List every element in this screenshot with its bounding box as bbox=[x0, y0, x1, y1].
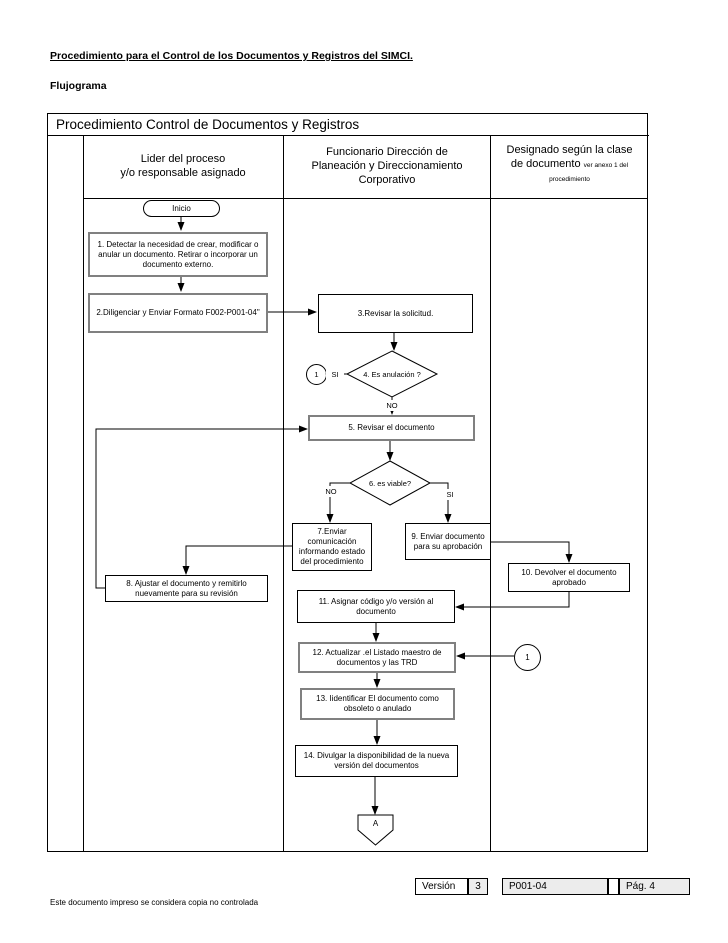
step-5-box: 5. Revisar el documento bbox=[308, 415, 475, 441]
lane-header-designado: Designado según la clase de documento ve… bbox=[492, 136, 647, 198]
branch-label-si-4: SI bbox=[326, 369, 344, 379]
step-14-box: 14. Divulgar la disponibilidad de la nue… bbox=[295, 745, 458, 777]
lane-header-funcionario-direccion: Funcionario Dirección de Planeación y Di… bbox=[311, 146, 463, 186]
lane-divider-1 bbox=[283, 135, 284, 852]
footer-version-label-cell: Versión bbox=[415, 878, 468, 895]
step-8-box: 8. Ajustar el documento y remitirlo nuev… bbox=[105, 575, 268, 602]
lane-header-divider bbox=[83, 198, 648, 199]
lane-divider-2 bbox=[490, 135, 491, 852]
margin-column-divider bbox=[83, 135, 84, 852]
page-title: Procedimiento para el Control de los Doc… bbox=[50, 50, 413, 62]
step-3-box: 3.Revisar la solicitud. bbox=[318, 294, 473, 333]
decision-6-label: 6. es viable? bbox=[368, 478, 412, 488]
lane-header-lider-del-proceso: Lider del proceso y/o responsable asigna… bbox=[120, 153, 246, 179]
connector-circle-1-right: 1 bbox=[514, 644, 541, 671]
step-1-box: 1. Detectar la necesidad de crear, modif… bbox=[88, 232, 268, 277]
footer-spacer-cell bbox=[608, 878, 619, 895]
step-2-box: 2.Diligenciar y Enviar Formato F002-P001… bbox=[88, 293, 268, 333]
decision-4-label: 4. Es anulación ? bbox=[363, 369, 421, 379]
table-title-divider bbox=[47, 135, 649, 136]
connector-circle-1-left: 1 bbox=[306, 364, 327, 385]
step-11-box: 11. Asignar código y/o versión al docume… bbox=[297, 590, 455, 623]
step-9-box: 9. Enviar documento para su aprobación bbox=[405, 523, 491, 560]
section-title: Flujograma bbox=[50, 80, 107, 92]
step-13-box: 13. Iidentificar El documento como obsol… bbox=[300, 688, 455, 720]
swimlane-table-frame bbox=[47, 113, 648, 852]
step-12-box: 12. Actualizar .el Listado maestro de do… bbox=[298, 642, 456, 673]
branch-label-no-6: NO bbox=[320, 486, 342, 497]
footer-page-cell: Pág. 4 bbox=[619, 878, 690, 895]
lane-header-designado-main: Designado según la clase de documento bbox=[506, 144, 633, 170]
start-terminator: Inicio bbox=[143, 200, 220, 217]
table-title: Procedimiento Control de Documentos y Re… bbox=[56, 116, 360, 132]
branch-label-no-4: NO bbox=[381, 400, 403, 411]
step-10-box: 10. Devolver el documento aprobado bbox=[508, 563, 630, 592]
footer-version-value-cell: 3 bbox=[468, 878, 488, 895]
branch-label-si-6: SI bbox=[441, 489, 459, 500]
lane-header-designado-note: ver anexo 1 del procedimiento bbox=[549, 161, 629, 183]
offpage-connector-a-label: A bbox=[372, 819, 379, 829]
uncontrolled-copy-note: Este documento impreso se considera copi… bbox=[50, 898, 259, 907]
footer-doc-code-cell: P001-04 bbox=[502, 878, 608, 895]
step-7-box: 7.Enviar comunicación informando estado … bbox=[292, 523, 372, 571]
